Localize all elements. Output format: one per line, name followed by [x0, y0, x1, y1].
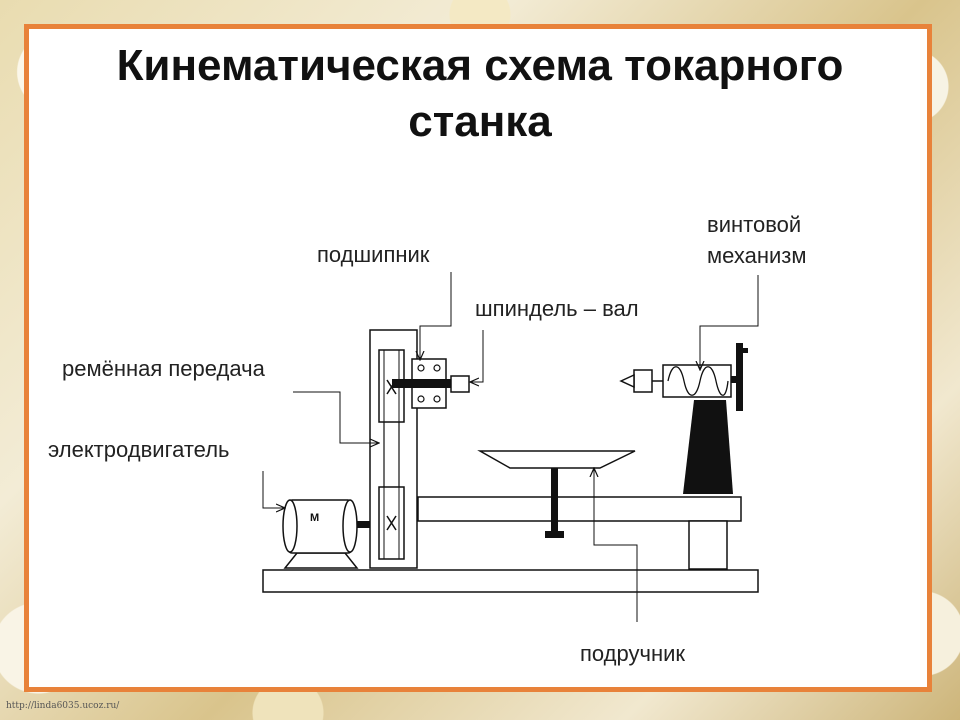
leader-screw	[700, 275, 759, 370]
leader-tool-rest	[594, 468, 638, 622]
source-url: http://linda6035.ucoz.ru/	[6, 701, 120, 711]
title-line-2: станка	[408, 97, 552, 146]
lathe-bed	[417, 496, 742, 522]
base-plate	[262, 569, 759, 593]
motor-letter: M	[310, 512, 319, 524]
slide-title: Кинематическая схема токарного станка	[0, 38, 960, 150]
spindle-shaft	[392, 358, 470, 409]
tool-rest	[477, 450, 636, 538]
label-bearing: подшипник	[317, 242, 430, 267]
label-motor: электродвигатель	[48, 437, 230, 462]
label-tool-rest: подручник	[580, 641, 686, 666]
electric-motor: M	[282, 499, 381, 569]
title-line-1: Кинематическая схема токарного	[116, 41, 844, 90]
label-spindle: шпиндель – вал	[475, 296, 639, 321]
label-screw-mechanism-2: механизм	[707, 243, 807, 268]
label-screw-mechanism-1: винтовой	[707, 212, 802, 237]
leader-belt	[293, 391, 379, 443]
label-belt-drive: ремённая передача	[62, 356, 265, 381]
leader-bearing	[420, 272, 452, 360]
leader-spindle	[470, 330, 484, 382]
leader-motor	[262, 471, 285, 508]
tailstock	[619, 343, 748, 570]
